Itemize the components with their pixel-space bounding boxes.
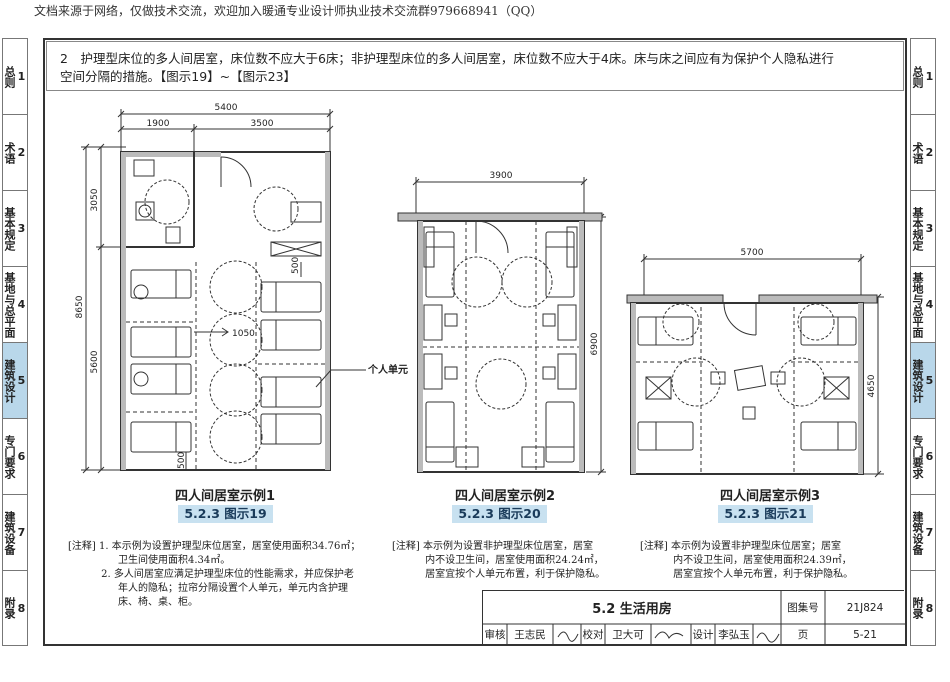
- note-plan-3: [注释] 本示例为设置非护理型床位居室；居室 内不设卫生间，居室使用面积24.3…: [640, 541, 854, 580]
- dim-plan1-h2: 5600: [90, 350, 100, 373]
- plan-3-title: 四人间居室示例3: [719, 489, 821, 504]
- title-block: 5.2 生活用房 图集号 21J824 审核 王志民 校对 卫大可 设计 李弘玉…: [482, 590, 905, 645]
- plan-2-title: 四人间居室示例2: [454, 489, 556, 504]
- review-label: 审核: [484, 629, 506, 641]
- plan-3: [626, 254, 884, 478]
- dim-plan1-width: 5400: [215, 103, 238, 113]
- page-number: 5-21: [853, 628, 877, 641]
- page-frame: [43, 38, 907, 646]
- dim-plan1-height: 8650: [75, 295, 85, 318]
- dim-plan2-width: 3900: [490, 171, 513, 181]
- atlas-label: 图集号: [787, 602, 819, 614]
- intro-line-1: 2 护理型床位的多人间居室，床位数不应大于6床；非护理型床位的多人间居室，床位数…: [60, 51, 834, 66]
- dim-plan1-h1: 3050: [90, 188, 100, 211]
- dim-plan1-w1: 1900: [147, 119, 170, 129]
- page-label: 页: [797, 629, 809, 641]
- dim-plan2-height: 6900: [590, 332, 600, 355]
- note-plan-2: [注释] 本示例为设置非护理型床位居室，居室 内不设卫生间，居室使用面积24.2…: [392, 541, 606, 580]
- reviewer-name: 王志民: [514, 629, 546, 641]
- plan-1: [81, 109, 366, 474]
- dim-plan1-500a: 500: [291, 257, 301, 274]
- plan-2-figure-label: 5.2.3 图示20: [452, 505, 547, 523]
- source-watermark: 文档来源于网络，仅做技术交流，欢迎加入暖通专业设计师执业技术交流群9796689…: [34, 4, 543, 18]
- design-label: 设计: [692, 629, 714, 641]
- callout-personal-unit: 个人单元: [367, 363, 408, 376]
- dim-plan1-w2: 3500: [251, 119, 274, 129]
- plan-2: [397, 177, 606, 476]
- proofer-name: 卫大可: [612, 629, 644, 641]
- intro-box: [46, 41, 904, 91]
- dim-plan1-gap: 1050: [232, 329, 255, 339]
- intro-text: 2 护理型床位的多人间居室，床位数不应大于6床；非护理型床位的多人间居室，床位数…: [60, 50, 890, 86]
- plan-1-figure-label: 5.2.3 图示19: [178, 505, 273, 523]
- intro-line-2: 空间分隔的措施。【图示19】~【图示23】: [60, 69, 297, 84]
- plan-1-title: 四人间居室示例1: [174, 489, 276, 504]
- floor-plans-drawing: 5400 1900 3500 8650 3050 5600 1050 500 5…: [75, 103, 884, 478]
- section-title: 5.2 生活用房: [592, 602, 672, 617]
- designer-name: 李弘玉: [718, 629, 750, 641]
- dim-plan3-width: 5700: [741, 248, 764, 258]
- dim-plan3-height: 4650: [867, 374, 877, 397]
- plan-3-figure-label: 5.2.3 图示21: [718, 505, 813, 523]
- dim-plan1-500b: 500: [177, 452, 187, 469]
- note-plan-1: [注释] 1. 本示例为设置护理型床位居室，居室使用面积34.76㎡； 卫生间使…: [68, 541, 361, 608]
- atlas-number: 21J824: [846, 601, 884, 614]
- proof-label: 校对: [582, 629, 604, 641]
